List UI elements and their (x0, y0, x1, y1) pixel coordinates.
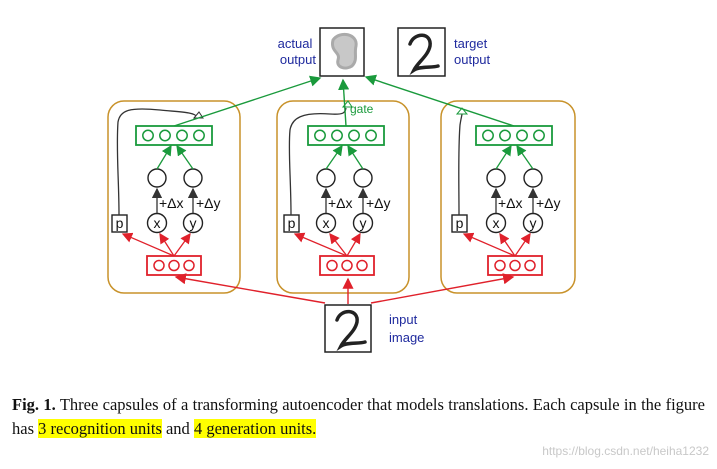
gate-label: gate (350, 102, 374, 116)
delta-x-label: +Δx (159, 195, 184, 211)
gen-to-output-2 (338, 78, 350, 127)
hidden-unit-left (147, 168, 167, 188)
highlight-generation-units: 4 generation units. (193, 419, 317, 438)
capsule-1: x y +Δx +Δy p (107, 100, 241, 294)
delta-x-label: +Δx (328, 195, 353, 211)
figure-caption: Fig. 1. Three capsules of a transforming… (12, 393, 705, 441)
input-image-label: input image (389, 312, 424, 345)
delta-x-label: +Δx (498, 195, 523, 211)
blurry-reconstruction (330, 32, 358, 70)
svg-text:p: p (116, 215, 124, 231)
capsule-2: x y +Δx +Δy p gate (276, 100, 410, 294)
caption-text-middle: and (165, 419, 190, 438)
hidden-unit-right (183, 168, 203, 188)
delta-y-label: +Δy (536, 195, 561, 211)
input-to-capsule-1 (174, 273, 326, 304)
delta-y-label: +Δy (196, 195, 221, 211)
hidden-unit-left (486, 168, 506, 188)
target-digit (408, 33, 440, 76)
gen-to-output-1 (173, 75, 322, 127)
x-unit (315, 212, 337, 234)
svg-text:y: y (530, 215, 537, 231)
input-digit (335, 309, 367, 352)
transforming-autoencoder-diagram: actual output target output x y +Δx +Δy … (107, 27, 576, 353)
capsule-border (276, 100, 410, 294)
actual-output-label: actual output (278, 36, 317, 67)
svg-text:p: p (288, 215, 296, 231)
watermark: https://blog.csdn.net/heiha1232 (542, 444, 709, 458)
delta-y-label: +Δy (366, 195, 391, 211)
capsule-border (107, 100, 241, 294)
hidden-unit-right (353, 168, 373, 188)
target-output-label: target output (454, 36, 491, 67)
svg-text:y: y (360, 215, 367, 231)
x-unit (146, 212, 168, 234)
y-unit (522, 212, 544, 234)
highlight-recognition-units: 3 recognition units (38, 419, 162, 438)
input-to-capsule-3 (370, 273, 515, 304)
svg-text:x: x (493, 215, 500, 231)
caption-text-start: Three capsules of a transforming autoenc… (12, 395, 705, 438)
capsule-3: x y +Δx +Δy p (440, 100, 576, 294)
svg-text:x: x (154, 215, 161, 231)
svg-text:p: p (456, 215, 464, 231)
x-unit (485, 212, 507, 234)
hidden-unit-left (316, 168, 336, 188)
gen-to-output-3 (364, 74, 515, 127)
svg-text:y: y (190, 215, 197, 231)
y-unit (182, 212, 204, 234)
hidden-unit-right (523, 168, 543, 188)
svg-text:x: x (323, 215, 330, 231)
y-unit (352, 212, 374, 234)
capsule-border (440, 100, 576, 294)
caption-label: Fig. 1. (12, 395, 56, 414)
